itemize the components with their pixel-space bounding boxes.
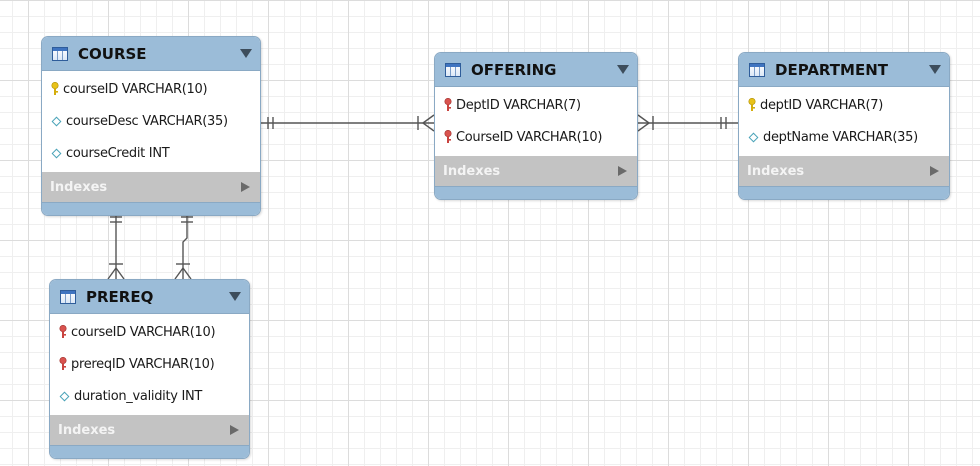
indexes-section[interactable]: Indexes <box>50 415 249 445</box>
column-label: courseID VARCHAR(10) <box>63 81 208 97</box>
indexes-section[interactable]: Indexes <box>42 172 260 202</box>
crowfoot-prong <box>422 122 435 132</box>
entity-header[interactable]: PREREQ <box>50 280 249 314</box>
entity-footer <box>42 202 260 215</box>
indexes-label: Indexes <box>443 163 501 179</box>
table-icon <box>52 46 68 61</box>
crowfoot-prong <box>182 267 192 280</box>
expand-arrow-icon[interactable] <box>930 166 939 176</box>
table-icon <box>445 62 461 77</box>
column-label: prereqID VARCHAR(10) <box>71 356 215 372</box>
column-row[interactable]: deptName VARCHAR(35) <box>739 121 949 153</box>
column-list: courseID VARCHAR(10) courseDesc VARCHAR(… <box>42 71 260 172</box>
column-label: courseID VARCHAR(10) <box>71 324 216 340</box>
attribute-diamond-icon <box>59 391 70 401</box>
column-row[interactable]: DeptID VARCHAR(7) <box>435 89 637 121</box>
entity-offering[interactable]: OFFERING DeptID VARCHAR(7) CourseID VARC… <box>434 52 638 200</box>
relationship-department-offering[interactable] <box>637 114 738 132</box>
column-row[interactable]: deptID VARCHAR(7) <box>739 89 949 121</box>
entity-header[interactable]: OFFERING <box>435 53 637 87</box>
crowfoot-prong <box>107 267 117 280</box>
primary-key-icon <box>51 82 59 95</box>
column-row[interactable]: courseID VARCHAR(10) <box>42 73 260 105</box>
indexes-label: Indexes <box>747 163 805 179</box>
expand-arrow-icon[interactable] <box>241 182 250 192</box>
entity-prereq[interactable]: PREREQ courseID VARCHAR(10) prereqID VAR… <box>49 279 250 459</box>
attribute-diamond-icon <box>51 116 62 126</box>
entity-department[interactable]: DEPARTMENT deptID VARCHAR(7) deptName VA… <box>738 52 950 200</box>
entity-title: DEPARTMENT <box>775 60 888 79</box>
crowfoot-prong <box>422 114 435 124</box>
column-list: deptID VARCHAR(7) deptName VARCHAR(35) <box>739 87 949 156</box>
column-label: courseDesc VARCHAR(35) <box>66 113 228 129</box>
column-row[interactable]: duration_validity INT <box>50 380 249 412</box>
entity-footer <box>435 186 637 199</box>
dropdown-icon[interactable] <box>617 65 629 74</box>
column-row[interactable]: prereqID VARCHAR(10) <box>50 348 249 380</box>
column-row[interactable]: courseCredit INT <box>42 137 260 169</box>
column-label: duration_validity INT <box>74 388 203 404</box>
column-label: courseCredit INT <box>66 145 170 161</box>
indexes-label: Indexes <box>58 422 116 438</box>
column-label: deptName VARCHAR(35) <box>763 129 918 145</box>
entity-header[interactable]: COURSE <box>42 37 260 71</box>
expand-arrow-icon[interactable] <box>230 425 239 435</box>
foreign-key-icon <box>444 98 452 111</box>
dropdown-icon[interactable] <box>240 49 252 58</box>
crowfoot-prong <box>637 114 650 124</box>
indexes-section[interactable]: Indexes <box>435 156 637 186</box>
dropdown-icon[interactable] <box>929 65 941 74</box>
column-label: deptID VARCHAR(7) <box>760 97 884 113</box>
entity-title: COURSE <box>78 44 147 63</box>
column-label: DeptID VARCHAR(7) <box>456 97 581 113</box>
relationship-course-prereq-prereqid[interactable] <box>174 210 193 280</box>
attribute-diamond-icon <box>748 132 759 142</box>
expand-arrow-icon[interactable] <box>618 166 627 176</box>
indexes-label: Indexes <box>50 179 108 195</box>
attribute-diamond-icon <box>51 148 62 158</box>
relationship-course-offering[interactable] <box>261 114 435 132</box>
table-icon <box>749 62 765 77</box>
crowfoot-prong <box>174 267 184 280</box>
indexes-section[interactable]: Indexes <box>739 156 949 186</box>
foreign-key-icon <box>59 357 67 370</box>
entity-header[interactable]: DEPARTMENT <box>739 53 949 87</box>
crowfoot-prong <box>115 267 125 280</box>
column-row[interactable]: courseID VARCHAR(10) <box>50 316 249 348</box>
foreign-key-icon <box>59 325 67 338</box>
column-row[interactable]: courseDesc VARCHAR(35) <box>42 105 260 137</box>
column-row[interactable]: CourseID VARCHAR(10) <box>435 121 637 153</box>
column-label: CourseID VARCHAR(10) <box>456 129 603 145</box>
crowfoot-prong <box>637 122 650 132</box>
foreign-key-icon <box>444 130 452 143</box>
primary-key-icon <box>748 98 756 111</box>
relationship-course-prereq-courseid[interactable] <box>107 210 125 280</box>
column-list: courseID VARCHAR(10) prereqID VARCHAR(10… <box>50 314 249 415</box>
entity-title: PREREQ <box>86 287 154 306</box>
entity-course[interactable]: COURSE courseID VARCHAR(10) courseDesc V… <box>41 36 261 216</box>
entity-title: OFFERING <box>471 60 557 79</box>
connector-line <box>182 210 188 279</box>
entity-footer <box>739 186 949 199</box>
table-icon <box>60 289 76 304</box>
column-list: DeptID VARCHAR(7) CourseID VARCHAR(10) <box>435 87 637 156</box>
dropdown-icon[interactable] <box>229 292 241 301</box>
entity-footer <box>50 445 249 458</box>
